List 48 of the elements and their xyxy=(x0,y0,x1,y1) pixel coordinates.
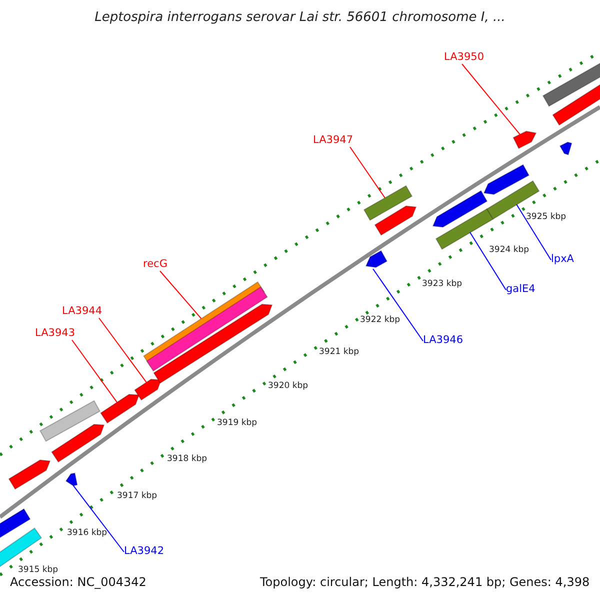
gene-block xyxy=(65,472,78,486)
scale-label: 3923 kbp xyxy=(422,279,462,289)
chart-title: Leptospira interrogans serovar Lai str. 56601 chromosome I, ... xyxy=(94,10,506,25)
scale-label: 3918 kbp xyxy=(167,454,208,464)
scale-label: 3924 kbp xyxy=(489,245,530,255)
gene-block xyxy=(365,250,388,268)
scale-label: 3922 kbp xyxy=(360,315,400,325)
gene-block xyxy=(559,142,572,156)
leader-line xyxy=(350,146,386,198)
scale-label: 3921 kbp xyxy=(319,347,360,357)
footer-text: Accession: NC_004342 xyxy=(10,575,146,589)
gene-label: LA3950 xyxy=(444,51,484,64)
scale-label: 3916 kbp xyxy=(67,528,108,538)
gene-label: galE4 xyxy=(506,283,536,296)
leader-line xyxy=(160,270,202,320)
gene-block xyxy=(0,508,31,539)
gene-label: recG xyxy=(143,258,168,271)
gene-block xyxy=(374,205,417,236)
leader-line xyxy=(372,268,424,342)
footer-text: Topology: circular; Length: 4,332,241 bp; Genes: 4,398 xyxy=(260,575,590,589)
leader-line xyxy=(72,485,124,552)
gene-block xyxy=(8,459,51,490)
gene-block xyxy=(134,378,162,401)
gene-block xyxy=(39,400,101,442)
gene-block xyxy=(483,164,530,195)
scale-label: 3920 kbp xyxy=(268,381,308,391)
gene-label: LA3946 xyxy=(423,334,463,347)
leader-line xyxy=(72,340,118,403)
leader-line xyxy=(462,64,520,135)
scale-label: 3919 kbp xyxy=(217,418,258,428)
gene-label: LA3943 xyxy=(35,327,75,340)
gene-label: LA3947 xyxy=(313,134,353,147)
leader-line xyxy=(98,318,147,383)
gene-block xyxy=(432,190,488,228)
gene-label: LA3944 xyxy=(62,305,102,318)
gene-block xyxy=(542,62,600,107)
gene-label: LA3942 xyxy=(124,545,164,558)
gene-block xyxy=(51,424,105,463)
gene-block xyxy=(363,185,413,221)
gene-label: lpxA xyxy=(551,253,574,266)
scale-label: 3917 kbp xyxy=(117,491,158,501)
gene-block xyxy=(512,130,537,150)
scale-label: 3915 kbp xyxy=(18,565,58,575)
leader-line xyxy=(470,232,506,290)
scale-label: 3925 kbp xyxy=(526,212,566,222)
leader-line xyxy=(516,204,552,260)
gene-block xyxy=(100,394,140,424)
gene-block xyxy=(552,82,600,126)
